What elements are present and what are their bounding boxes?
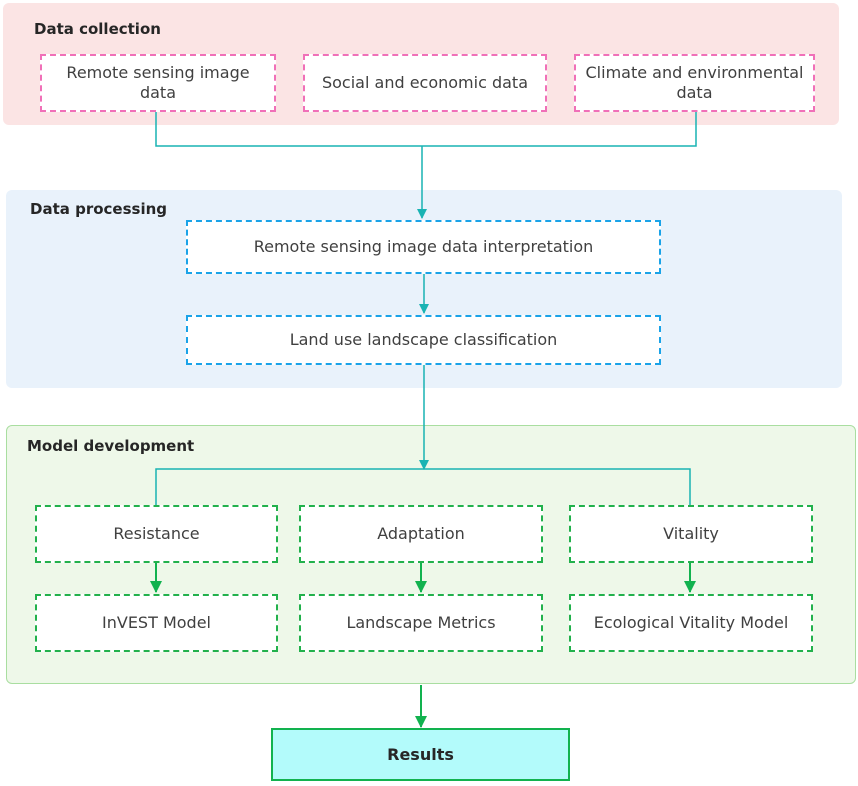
invest-model-box: InVEST Model — [35, 594, 278, 652]
vitality-box: Vitality — [569, 505, 813, 563]
connector-model-branch — [155, 468, 691, 505]
ecological-vitality-model-box: Ecological Vitality Model — [569, 594, 813, 652]
model-development-title: Model development — [27, 437, 195, 455]
connector-remote-sensing — [155, 112, 422, 147]
climate-environmental-data-box: Climate and environmental data — [574, 54, 815, 112]
remote-sensing-data-box: Remote sensing image data — [40, 54, 276, 112]
connector-climate — [422, 112, 697, 147]
results-box: Results — [271, 728, 570, 781]
resistance-box: Resistance — [35, 505, 278, 563]
landscape-metrics-box: Landscape Metrics — [299, 594, 543, 652]
data-processing-title: Data processing — [30, 200, 168, 218]
social-economic-data-box: Social and economic data — [303, 54, 547, 112]
adaptation-box: Adaptation — [299, 505, 543, 563]
data-collection-title: Data collection — [34, 20, 161, 38]
image-interpretation-box: Remote sensing image data interpretation — [186, 220, 661, 274]
land-use-classification-box: Land use landscape classification — [186, 315, 661, 365]
